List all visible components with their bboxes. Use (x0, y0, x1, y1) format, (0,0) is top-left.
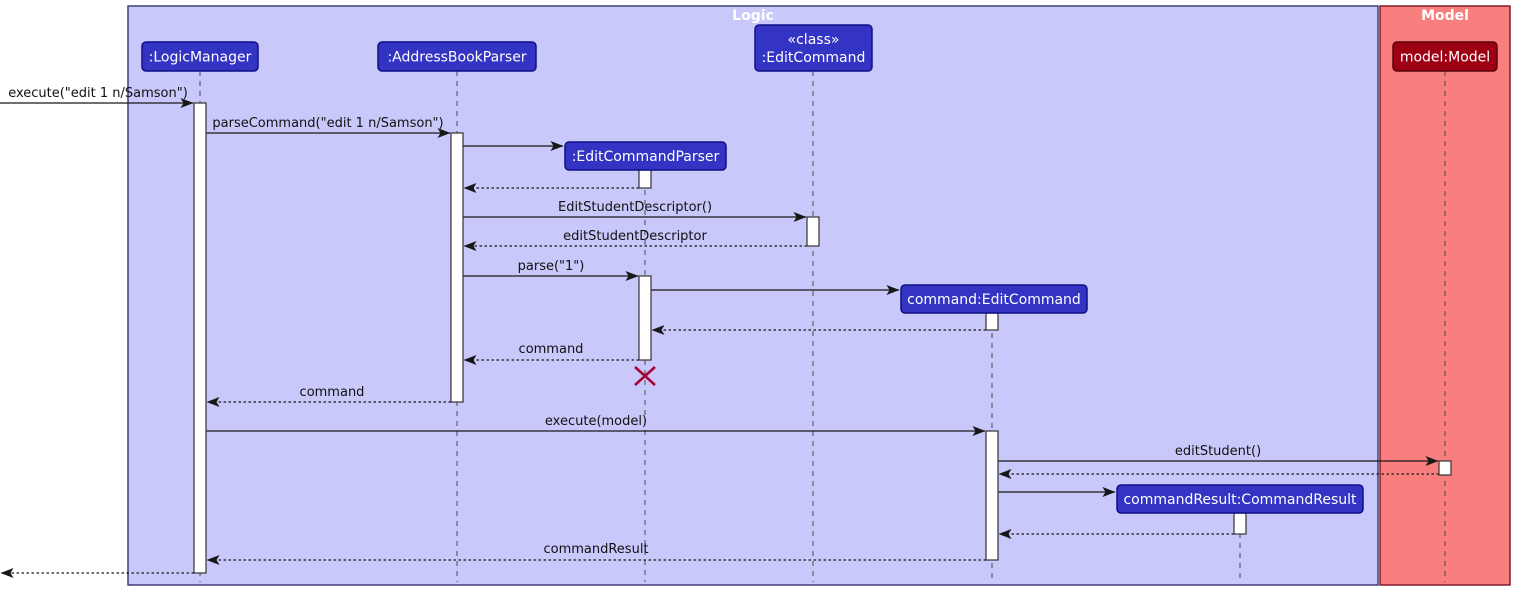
participant-address-book-parser-box (377, 41, 537, 72)
participant-edit-command-class-label: «class» (788, 32, 840, 48)
msg-parse-command-label: parseCommand("edit 1 n/Samson") (212, 116, 443, 131)
msg-parse-label: parse("1") (518, 259, 585, 274)
activation-command-edit-command-2 (985, 430, 999, 561)
activation-edit-command-parser-1 (638, 169, 652, 189)
participant-model-model-box (1392, 41, 1498, 72)
destroy-edit-command-parser (634, 366, 656, 386)
activation-edit-command-parser-2 (638, 275, 652, 361)
frame-logic-title: Logic (732, 8, 774, 24)
msg-edit-student-label: editStudent() (1175, 444, 1261, 459)
frame-model-title: Model (1421, 8, 1469, 24)
msg-execute-model-label: execute(model) (545, 414, 647, 429)
participant-logic-manager-label: :LogicManager (149, 50, 252, 66)
participant-address-book-parser-label: :AddressBookParser (387, 50, 526, 66)
participant-edit-command-class-label: :EditCommand (762, 50, 866, 66)
activation-command-edit-command-1 (985, 312, 999, 331)
participant-command-result-box (1116, 484, 1364, 514)
msg-return-command-result-label: commandResult (543, 542, 648, 557)
activation-model (1438, 460, 1452, 476)
activation-address-book-parser (450, 132, 464, 403)
participant-command-edit-command-box (900, 284, 1088, 314)
msg-return-command-to-abp-label: command (519, 342, 584, 357)
participant-model-model-label: model:Model (1400, 50, 1490, 66)
msg-execute-label: execute("edit 1 n/Samson") (8, 86, 188, 101)
activation-logic-manager (193, 102, 207, 574)
participant-command-edit-command-label: command:EditCommand (907, 292, 1081, 308)
participant-logic-manager-box (141, 41, 259, 72)
participant-edit-command-parser-label: :EditCommandParser (572, 149, 720, 165)
participant-command-result-label: commandResult:CommandResult (1123, 492, 1357, 508)
msg-return-edit-student-descriptor-label: editStudentDescriptor (563, 229, 707, 244)
participant-edit-command-class-box (754, 24, 873, 72)
activation-command-result (1233, 512, 1247, 535)
activation-edit-command-class (806, 216, 820, 247)
participant-edit-command-parser-box (564, 141, 727, 171)
msg-return-command-to-logic-manager-label: command (300, 385, 365, 400)
msg-edit-student-descriptor-label: EditStudentDescriptor() (558, 200, 712, 215)
